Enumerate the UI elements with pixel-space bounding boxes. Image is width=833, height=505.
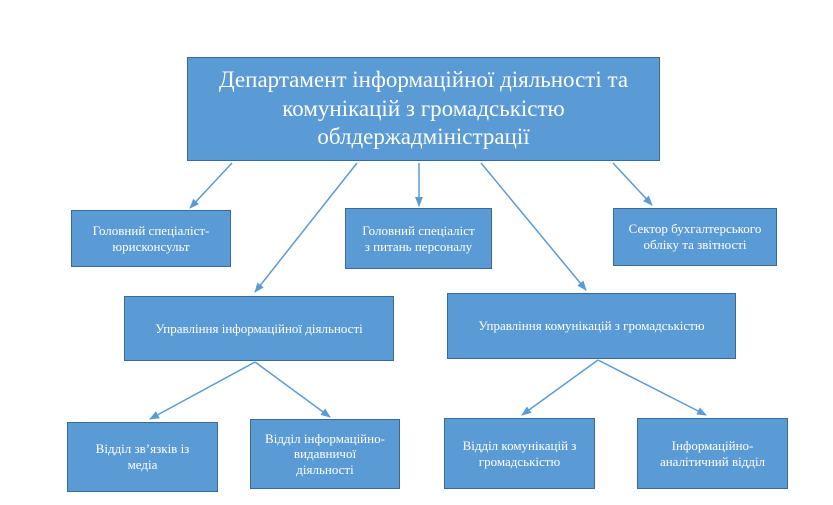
personnel-specialist-node: Головний спеціаліст з питань персоналу [345, 208, 492, 269]
department-node: Департамент інформаційної діяльності та … [187, 57, 660, 161]
personnel-specialist-label: Головний спеціаліст з питань персоналу [362, 222, 475, 254]
arrow-department-to-public_comm_management [480, 162, 587, 291]
analytics-dept-label: Інформаційно- аналітичний відділ [659, 437, 766, 469]
accounting-sector-label: Сектор бухгалтерського обліку та звітнос… [628, 221, 762, 252]
arrow-info_activity_management-to-publishing_dept [254, 361, 331, 418]
legal-specialist-node: Головний спеціаліст- юрисконсульт [71, 210, 231, 267]
legal-specialist-label: Головний спеціаліст- юрисконсульт [92, 222, 210, 254]
arrow-public_comm_management-to-analytics_dept [597, 359, 707, 416]
publishing-dept-label: Відділ інформаційно- видавничої діяльнос… [265, 430, 385, 477]
arrow-department-to-legal_specialist [189, 162, 233, 209]
public-comm-management-label: Управління комунікацій з громадськістю [478, 318, 705, 334]
arrow-department-to-info_activity_management [254, 162, 358, 293]
analytics-dept-node: Інформаційно- аналітичний відділ [637, 418, 788, 489]
public-comm-dept-node: Відділ комунікацій з громадськістю [444, 418, 595, 489]
accounting-sector-node: Сектор бухгалтерського обліку та звітнос… [613, 208, 777, 266]
arrow-department-to-accounting_sector [612, 162, 653, 206]
media-relations-dept-node: Відділ зв’язків із медіа [67, 422, 218, 492]
media-relations-dept-label: Відділ зв’язків із медіа [95, 441, 190, 472]
department-label: Департамент інформаційної діяльності та … [218, 66, 629, 150]
public-comm-dept-label: Відділ комунікацій з громадськістю [462, 437, 577, 469]
arrow-info_activity_management-to-media_relations_dept [149, 361, 256, 420]
public-comm-management-node: Управління комунікацій з громадськістю [447, 293, 736, 359]
info-activity-management-node: Управління інформаційної діяльності [124, 296, 394, 361]
arrow-public_comm_management-to-public_comm_dept [521, 359, 599, 416]
info-activity-management-label: Управління інформаційної діяльності [155, 320, 363, 336]
publishing-dept-node: Відділ інформаційно- видавничої діяльнос… [250, 419, 400, 489]
